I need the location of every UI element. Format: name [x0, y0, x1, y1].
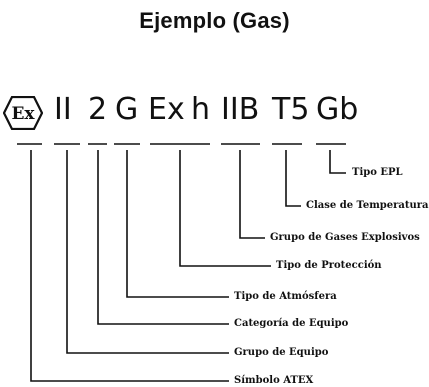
label-tipo-epl: Tipo EPL — [352, 167, 403, 178]
ex-symbol-text: Ex — [11, 104, 35, 124]
label-simbolo-atex: Símbolo ATEX — [234, 375, 314, 386]
code-token-protection-ex: Ex — [148, 92, 185, 127]
code-token-equipment-group: II — [54, 92, 72, 127]
label-grupo-equipo: Grupo de Equipo — [234, 347, 329, 358]
atex-ex-symbol-icon: Ex — [3, 96, 43, 130]
label-tipo-atmosfera: Tipo de Atmósfera — [234, 291, 337, 302]
leader-temperature — [285, 150, 301, 207]
label-grupo-gases: Grupo de Gases Explosivos — [270, 232, 420, 243]
leader-equipment-category — [97, 150, 229, 325]
code-token-equipment-category: 2 — [88, 92, 108, 127]
label-tipo-proteccion: Tipo de Protección — [276, 260, 382, 271]
code-token-protection-type: h — [191, 92, 211, 127]
code-token-atmosphere-type: G — [115, 92, 139, 127]
code-token-gas-group: IIB — [221, 92, 260, 127]
leader-equipment-group — [66, 150, 229, 354]
leader-protection — [179, 150, 271, 267]
leader-gas-group — [239, 150, 265, 239]
label-categoria-equipo: Categoría de Equipo — [234, 318, 349, 329]
leader-atex — [30, 150, 229, 382]
diagram-title: Ejemplo (Gas) — [139, 8, 290, 33]
label-clase-temperatura: Clase de Temperatura — [306, 200, 429, 211]
leader-atmosphere — [126, 150, 229, 298]
code-token-epl: Gb — [316, 92, 359, 127]
code-token-temperature-class: T5 — [272, 92, 310, 127]
leader-epl — [329, 150, 346, 174]
